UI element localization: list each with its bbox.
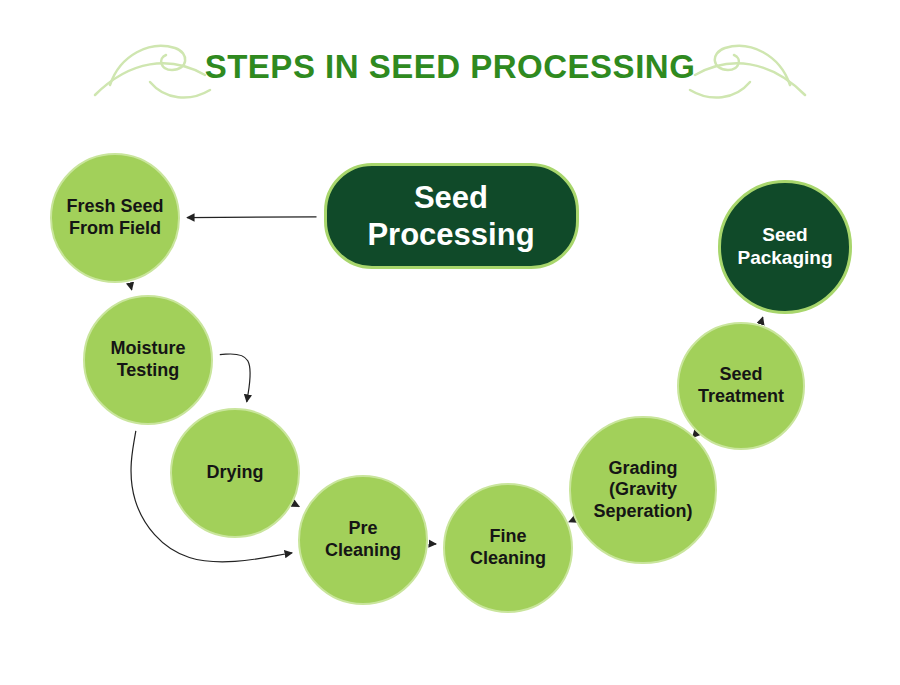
flow-arrow: [131, 288, 133, 290]
flow-arrow: [187, 216, 317, 218]
node-label: Seed Processing: [344, 179, 559, 253]
node-label: Seed Treatment: [691, 364, 791, 407]
node-label: Moisture Testing: [98, 338, 198, 381]
process-circle: Drying: [170, 408, 300, 538]
node-label: Drying: [206, 462, 263, 484]
node-label: Fine Cleaning: [462, 526, 554, 569]
node-label: Fresh Seed From Field: [63, 196, 167, 239]
node-label: Seed Packaging: [731, 224, 839, 270]
process-circle: Fine Cleaning: [443, 483, 573, 613]
flow-arrow: [569, 520, 574, 522]
title-box: Seed Processing: [324, 163, 579, 269]
flow-arrow: [298, 506, 300, 507]
flow-arrow: [220, 354, 250, 402]
flow-arrow: [762, 317, 764, 318]
process-circle: Seed Packaging: [718, 180, 851, 313]
node-label: Pre Cleaning: [317, 518, 409, 561]
process-circle: Pre Cleaning: [298, 475, 428, 605]
process-circle: Seed Treatment: [677, 322, 805, 450]
process-circle: Fresh Seed From Field: [50, 153, 180, 283]
diagram-title: STEPS IN SEED PROCESSING: [0, 48, 900, 86]
process-circle: Grading (Gravity Seperation): [569, 416, 716, 563]
flow-arrow: [435, 543, 436, 544]
process-circle: Moisture Testing: [83, 295, 213, 425]
node-label: Grading (Gravity Seperation): [586, 458, 700, 523]
